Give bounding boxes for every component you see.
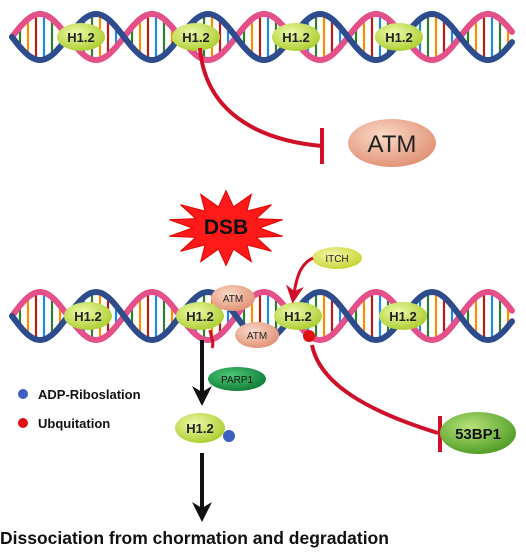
53bp1-node: 53BP1	[440, 412, 516, 454]
histone-h1-2: H1.2	[57, 23, 105, 51]
dsb-label: DSB	[204, 216, 248, 239]
histone-label: H1.2	[282, 30, 309, 45]
inhibition-line-53bp1	[310, 344, 439, 435]
legend-ub-label: Ubquitation	[38, 416, 110, 431]
dna-helix-bottom: H1.2 H1.2 H1.2 H1.2	[9, 288, 515, 344]
caption: Dissociation from chormation and degrada…	[0, 528, 389, 548]
legend-adp-dot	[18, 389, 28, 399]
histone-h1-2: H1.2	[375, 23, 423, 51]
dna-helix-top: H1.2 H1.2 H1.2 H1.2	[9, 10, 515, 64]
histone-label: H1.2	[186, 309, 213, 324]
parp1-label: PARP1	[221, 375, 253, 386]
atm-label: ATM	[368, 131, 417, 158]
53bp1-label: 53BP1	[455, 426, 501, 443]
adp-ribose-dot	[223, 430, 235, 442]
dna-strand	[9, 10, 515, 64]
histone-label: H1.2	[284, 309, 311, 324]
histone-h1-2: H1.2	[176, 302, 224, 330]
itch-arrow	[286, 256, 314, 304]
atm-node-bottom-2: ATM	[235, 322, 279, 348]
dsb-burst: DSB	[169, 189, 283, 267]
dna-strand	[9, 10, 515, 64]
histone-h1-2: H1.2	[272, 23, 320, 51]
histone-h1-2: H1.2	[274, 302, 322, 330]
itch-label: ITCH	[325, 254, 348, 265]
histone-h1-2: H1.2	[64, 302, 112, 330]
histone-label: H1.2	[385, 30, 412, 45]
ubiquitin-dot	[303, 330, 315, 342]
atm-node: ATM	[348, 119, 436, 167]
histone-label: H1.2	[389, 309, 416, 324]
atm-bottom-2-label: ATM	[247, 331, 267, 342]
free-histone-label: H1.2	[186, 421, 213, 436]
inhibition-line-small	[208, 329, 215, 349]
legend-adp-label: ADP-Riboslation	[38, 387, 141, 402]
parp1-node: PARP1	[208, 367, 266, 391]
histone-label: H1.2	[182, 30, 209, 45]
histone-label: H1.2	[67, 30, 94, 45]
free-histone: H1.2	[175, 413, 235, 443]
atm-node-bottom-1: ATM	[211, 285, 255, 311]
atm-bottom-1-label: ATM	[223, 294, 243, 305]
histone-h1-2: H1.2	[172, 23, 220, 51]
histone-h1-2: H1.2	[379, 302, 427, 330]
dna-strand	[9, 288, 515, 344]
itch-node: ITCH	[312, 247, 362, 269]
legend: ADP-Riboslation Ubquitation	[18, 387, 141, 431]
inhibition-line-atm	[198, 47, 323, 148]
legend-ub-dot	[18, 418, 28, 428]
histone-label: H1.2	[74, 309, 101, 324]
